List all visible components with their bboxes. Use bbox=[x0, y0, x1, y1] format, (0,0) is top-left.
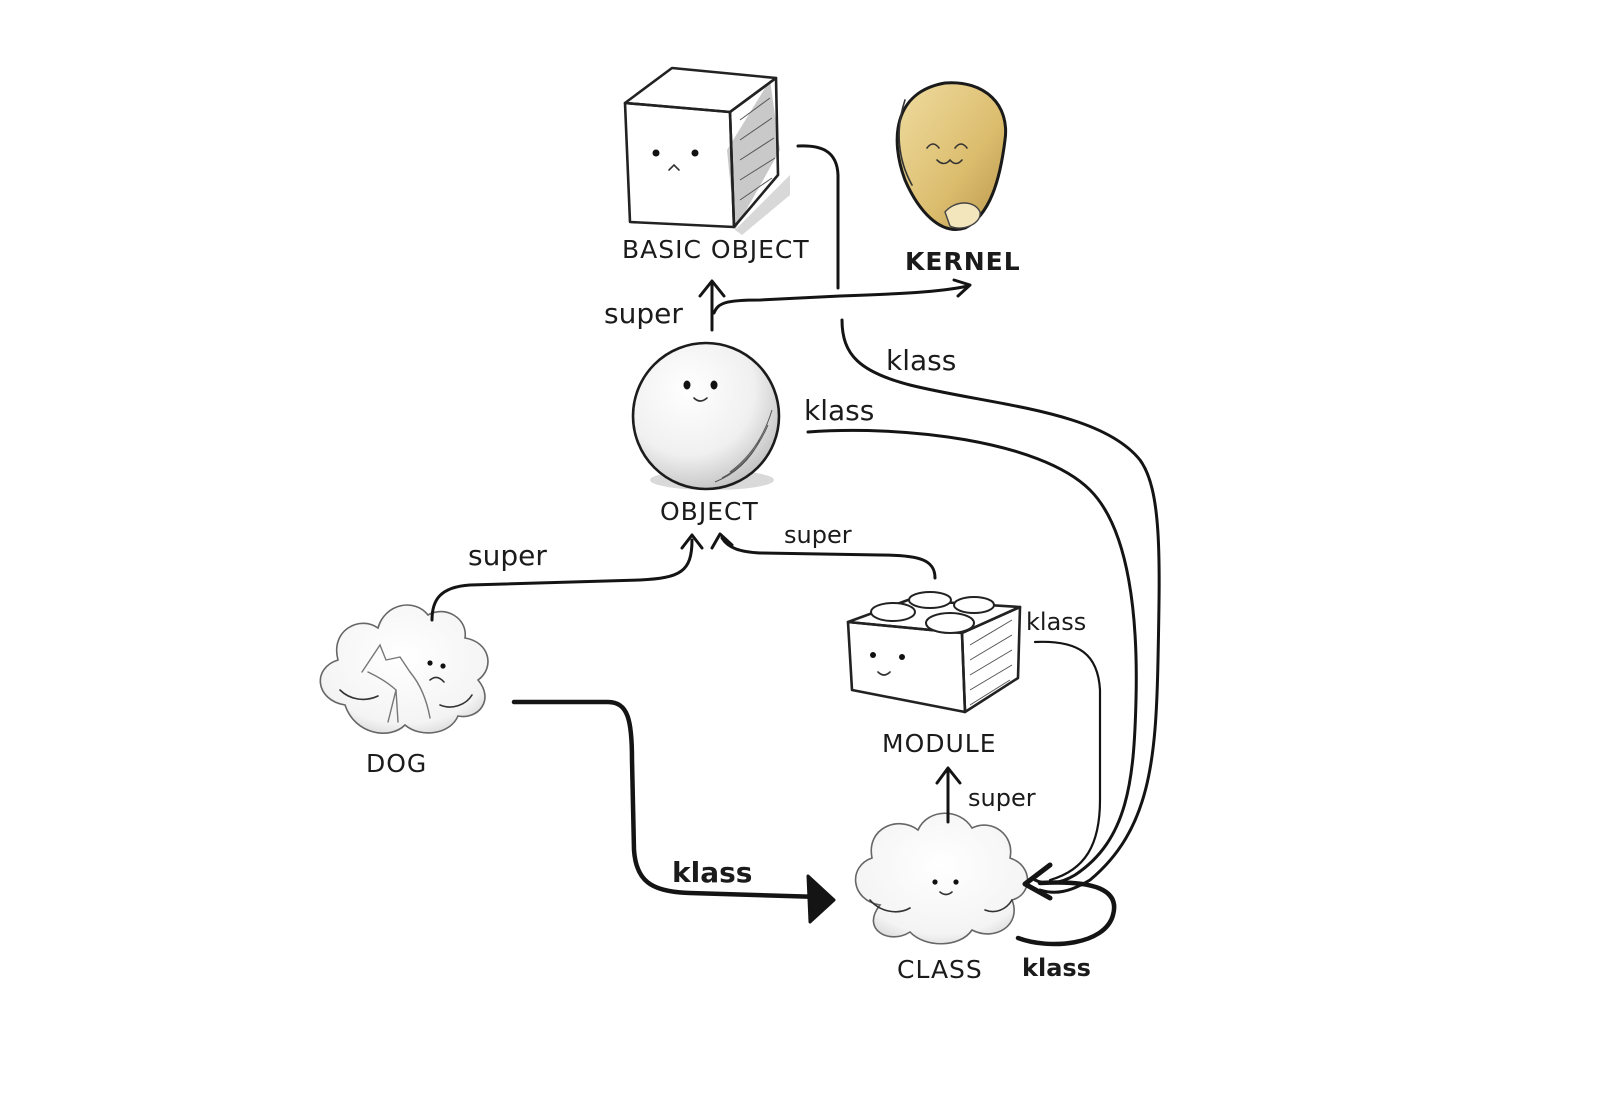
class-klass-label: klass bbox=[1022, 954, 1091, 982]
dog-super-label: super bbox=[468, 539, 547, 572]
seed-icon bbox=[895, 81, 1008, 231]
object-super-label: super bbox=[604, 297, 683, 330]
dog-klass-label: klass bbox=[672, 856, 752, 889]
class-label: CLASS bbox=[897, 955, 983, 984]
object-klass-label: klass bbox=[804, 394, 874, 427]
basic-object-klass-label: klass bbox=[886, 344, 956, 377]
dog-super-edge bbox=[430, 533, 704, 622]
module-klass-edge bbox=[1033, 640, 1102, 882]
module-label: MODULE bbox=[882, 729, 997, 758]
basic-object-klass-edge bbox=[796, 144, 1161, 894]
kernel-label: KERNEL bbox=[905, 247, 1021, 276]
object-klass-edge bbox=[806, 428, 1138, 885]
object-label: OBJECT bbox=[660, 497, 759, 526]
sphere-icon bbox=[631, 341, 781, 491]
dog-cloud-icon bbox=[319, 604, 489, 734]
class-klass-edge bbox=[1015, 862, 1117, 947]
object-super-edge bbox=[698, 278, 972, 332]
dog-klass-edge bbox=[511, 699, 836, 924]
cloud-icon bbox=[854, 812, 1029, 945]
module-klass-label: klass bbox=[1026, 608, 1086, 636]
cube-icon bbox=[623, 66, 790, 235]
brick-icon bbox=[846, 591, 1022, 714]
basic-object-label: BASIC OBJECT bbox=[622, 235, 810, 264]
module-super-label: super bbox=[784, 521, 852, 549]
class-super-edge bbox=[935, 766, 962, 824]
module-super-edge bbox=[710, 532, 937, 580]
class-super-label: super bbox=[968, 784, 1036, 812]
dog-label: DOG bbox=[366, 749, 427, 778]
